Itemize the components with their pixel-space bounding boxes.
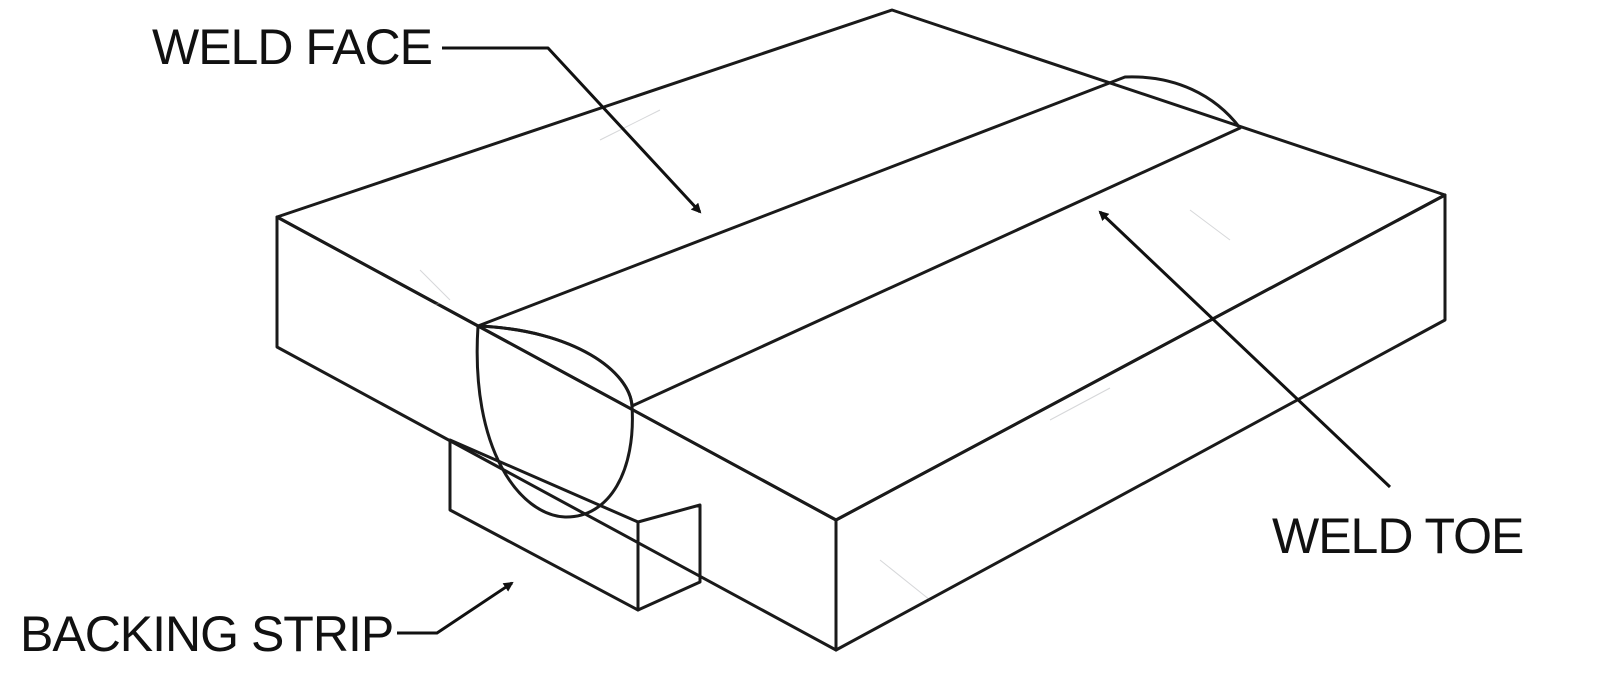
backing-strip-label: BACKING STRIP — [20, 606, 393, 662]
weld-bead — [475, 75, 1242, 519]
weld-face-leader — [442, 46, 702, 214]
weld-toe-label: WELD TOE — [1272, 508, 1523, 564]
plate-front-face — [275, 215, 838, 652]
weld-face-label: WELD FACE — [152, 19, 432, 75]
backing-strip-leader — [397, 581, 514, 635]
backing-strip-front-face — [448, 438, 640, 612]
metal-scratches — [329, 59, 1361, 601]
backing-strip-side-face — [636, 503, 702, 612]
plate-side-face — [834, 193, 1447, 652]
backing-strip — [448, 438, 702, 612]
weld-toe-leader — [1098, 210, 1392, 489]
steel-plate — [275, 8, 1447, 652]
leader-lines — [397, 46, 1392, 635]
weld-bead-cross-section — [475, 324, 634, 519]
